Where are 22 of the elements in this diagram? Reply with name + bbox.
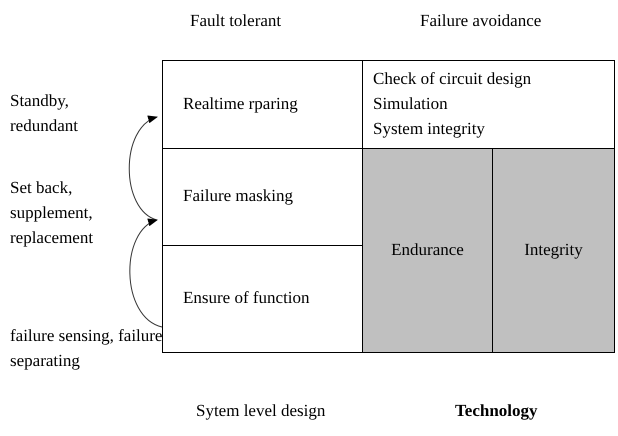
footer-text: Sytem level design — [196, 400, 326, 422]
cell-text: Failure masking — [183, 186, 294, 206]
row-label: Set back, supplement, replacement — [10, 177, 94, 249]
header-text: Fault tolerant — [190, 10, 282, 32]
cell-text: Endurance — [390, 240, 465, 260]
cell-text: Check of circuit design — [373, 69, 532, 89]
shaded-cell — [362, 148, 493, 353]
footer-text: Technology — [455, 400, 538, 422]
curved-arrow — [129, 220, 162, 328]
table-cell — [162, 60, 363, 149]
shaded-cell — [492, 148, 615, 353]
cell-text: System integrity — [373, 119, 485, 139]
cell-text: Simulation — [373, 94, 448, 114]
row-label: Standby, redundant — [10, 90, 79, 137]
header-text: Failure avoidance — [420, 10, 542, 32]
cell-text: Ensure of function — [183, 288, 310, 308]
table-cell — [362, 60, 615, 149]
cell-text: Realtime rparing — [183, 94, 298, 114]
row-label: failure sensing, failure separating — [10, 325, 164, 372]
cell-text: Integrity — [523, 240, 584, 260]
curved-arrow — [128, 116, 158, 220]
table-cell — [162, 245, 363, 353]
